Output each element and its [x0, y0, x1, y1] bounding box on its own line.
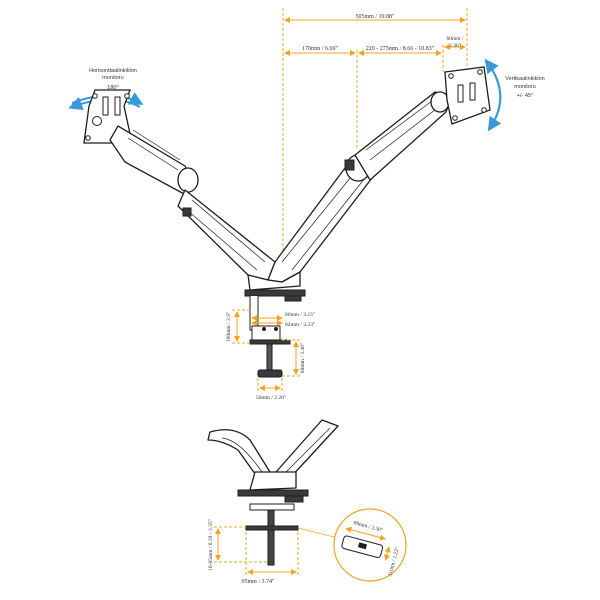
clamp-mount: 100mm / 3.9" 80mm / 3.15" 82mm / 3.23" 8… [226, 271, 315, 401]
knob-width-label: 56mm / 2.20" [256, 395, 286, 401]
right-rotation-label: +/- 45° [517, 93, 533, 99]
top-dimensions: 505mm / 19.88" 170mm / 6.69" 220 - 275mm… [282, 8, 468, 260]
left-arm [109, 125, 276, 281]
arm-length-label: 170mm / 6.69" [302, 46, 339, 52]
right-monitor-plate: Vertikaalinkiklon monitoru +/- 45° [444, 58, 545, 132]
clamp-width-upper-label: 80mm / 3.15" [285, 312, 315, 318]
clamp-opening-label: 88mm / 3.46" [300, 343, 306, 373]
vesa-offset-label-2: 2.36" [449, 43, 461, 49]
right-arm [267, 91, 453, 283]
grommet-width-label: 95mm / 3.74" [242, 579, 276, 585]
clamp-height-label: 100mm / 3.9" [226, 312, 232, 342]
vesa-offset-label-1: 60mm / [447, 36, 464, 42]
left-rotation-label: 180° [107, 85, 118, 91]
top-width-label: 505mm / 19.88" [356, 14, 396, 20]
left-label-2: monitoru [102, 75, 123, 81]
right-label-1: Vertikaalinkiklon [505, 76, 544, 82]
plate-detail: 89mm / 3.50" 31mm / 1.22" [333, 508, 407, 582]
extension-range-label: 220 - 275mm / 8.66 - 10.83" [366, 46, 435, 52]
clamp-width-lower-label: 82mm / 3.23" [285, 322, 315, 328]
left-monitor-plate: Horisonttaalinkiklon monitoru 180° [68, 68, 144, 144]
grommet-mount: 10-85mm / 0.39 - 3.35" 95mm / 3.74" [207, 419, 339, 585]
right-label-2: monitoru [514, 84, 535, 90]
left-label-1: Horisonttaalinkiklon [89, 68, 137, 74]
grommet-height-label: 10-85mm / 0.39 - 3.35" [208, 519, 214, 571]
